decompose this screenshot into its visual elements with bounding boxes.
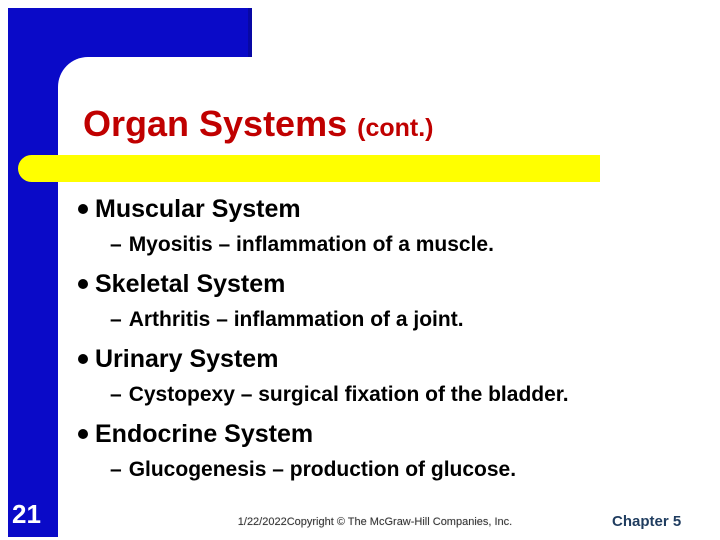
blue-side-bar	[8, 8, 58, 537]
list-subitem: – Glucogenesis – production of glucose.	[78, 457, 688, 483]
bullet-heading-label: Urinary System	[95, 345, 279, 373]
bullet-dot-icon	[78, 354, 88, 364]
dash-marker-icon: –	[110, 233, 122, 256]
dash-marker-icon: –	[110, 383, 122, 406]
copyright-text: 1/22/2022Copyright © The McGraw-Hill Com…	[237, 516, 513, 528]
bullet-heading-label: Muscular System	[95, 195, 301, 223]
list-subitem: – Arthritis – inflammation of a joint.	[78, 307, 688, 333]
page-title-suffix: (cont.)	[357, 114, 434, 142]
bullet-dot-icon	[78, 204, 88, 214]
bullet-dot-icon	[78, 429, 88, 439]
bullet-list: Muscular System – Myositis – inflammatio…	[78, 195, 688, 495]
bullet-heading-label: Skeletal System	[95, 270, 286, 298]
chapter-label: Chapter 5	[612, 513, 682, 530]
list-item: Endocrine System	[78, 420, 688, 448]
list-item: Muscular System	[78, 195, 688, 223]
page-title-text: Organ Systems	[83, 103, 348, 144]
bullet-sub-label: Myositis – inflammation of a muscle.	[128, 233, 494, 256]
bullet-sub-label: Glucogenesis – production of glucose.	[128, 458, 517, 481]
bullet-dot-icon	[78, 279, 88, 289]
list-subitem: – Myositis – inflammation of a muscle.	[78, 232, 688, 258]
slide-number: 21	[12, 499, 41, 529]
page-title: Organ Systems (cont.)	[83, 104, 434, 152]
list-item: Skeletal System	[78, 270, 688, 298]
dash-marker-icon: –	[110, 308, 122, 331]
yellow-divider-bar	[18, 155, 600, 182]
list-subitem: – Cystopexy – surgical fixation of the b…	[78, 382, 688, 408]
bullet-sub-label: Cystopexy – surgical fixation of the bla…	[128, 383, 569, 406]
bullet-heading-label: Endocrine System	[95, 420, 314, 448]
content-panel	[58, 57, 720, 540]
list-item: Urinary System	[78, 345, 688, 373]
bullet-sub-label: Arthritis – inflammation of a joint.	[128, 308, 464, 331]
dash-marker-icon: –	[110, 458, 122, 481]
